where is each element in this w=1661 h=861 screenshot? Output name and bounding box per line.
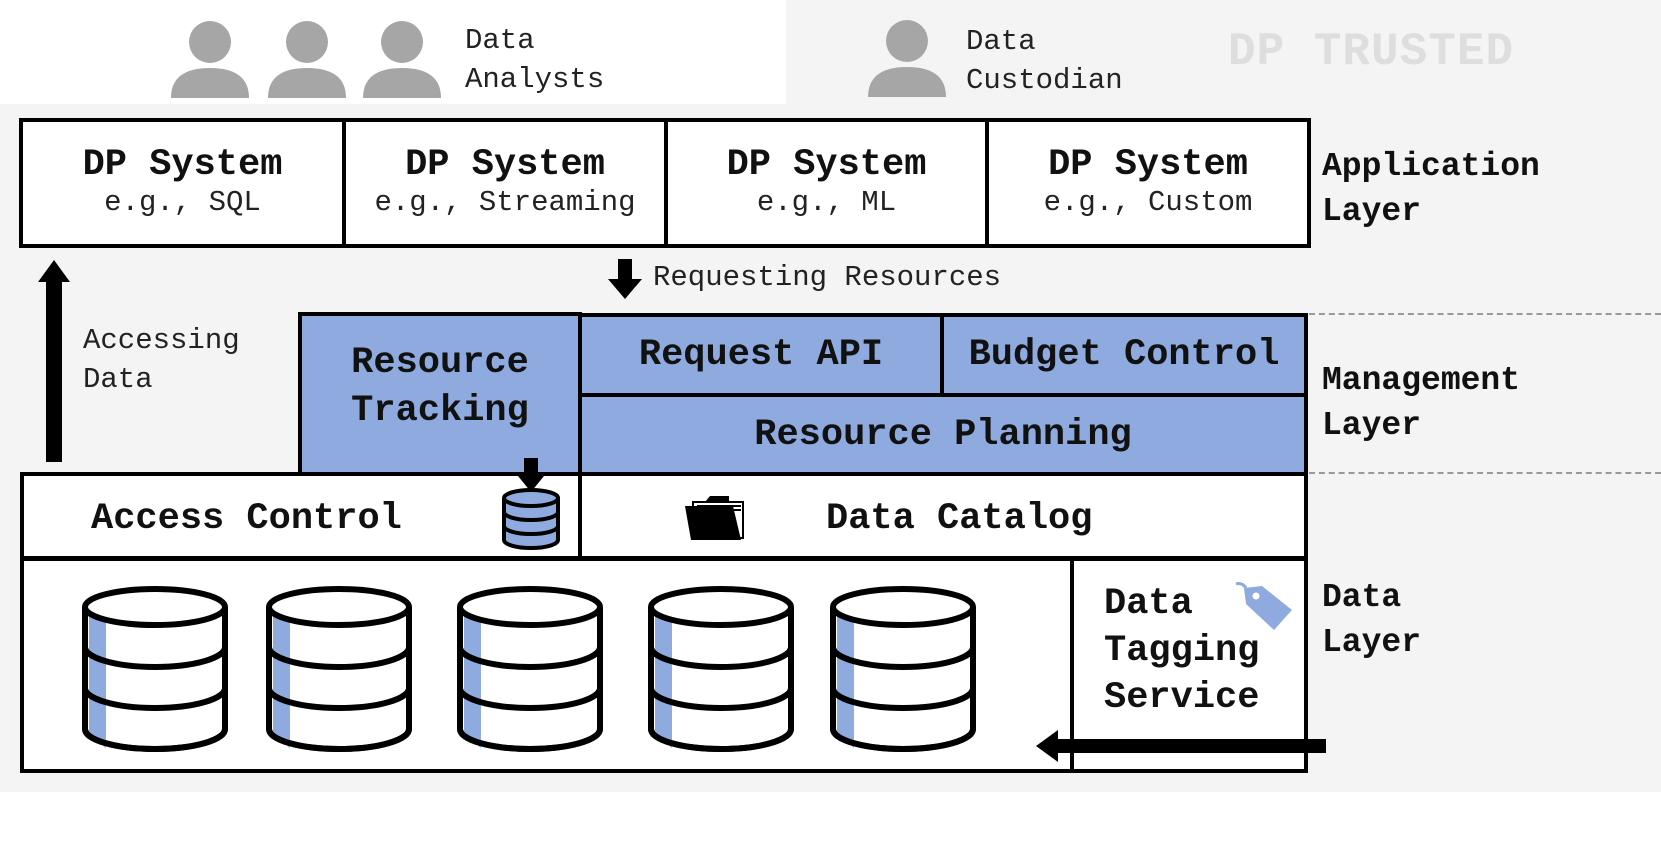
access-control-box	[20, 472, 582, 560]
data-layer-label: Data Layer	[1322, 579, 1422, 661]
dp-system-title: DP System	[726, 143, 927, 186]
up-arrow-icon	[38, 260, 70, 462]
down-arrow-icon	[608, 259, 642, 299]
resource-tracking-box: Resource Tracking	[298, 312, 582, 476]
analyst-person-icon-1	[171, 21, 249, 98]
dp-system-title: DP System	[82, 143, 283, 186]
layer-separator	[1309, 313, 1661, 315]
management-layer-label: Management Layer	[1322, 362, 1521, 444]
custodian-person-icon	[868, 20, 946, 97]
database-icon-2	[266, 586, 412, 752]
database-icon-3	[457, 586, 603, 752]
resource-planning-label: Resource Planning	[754, 413, 1132, 456]
dp-system-streaming: DP System e.g., Streaming	[346, 122, 664, 244]
dp-system-title: DP System	[1048, 143, 1248, 186]
divider	[985, 122, 989, 244]
application-layer-label: Application Layer	[1322, 148, 1540, 230]
dp-system-example: e.g., Custom	[1043, 186, 1253, 220]
tagging-service-label: Data Tagging Service	[1104, 583, 1260, 719]
budget-control-box: Budget Control	[940, 313, 1308, 397]
divider	[664, 122, 668, 244]
resource-planning-box: Resource Planning	[578, 393, 1308, 476]
dp-system-example: e.g., Streaming	[374, 186, 636, 220]
dp-system-example: e.g., ML	[756, 186, 897, 220]
database-icon-1	[82, 586, 228, 752]
custodian-label: Data Custodian	[966, 25, 1123, 97]
requesting-resources-label: Requesting Resources	[653, 261, 1002, 294]
tag-icon	[1235, 582, 1292, 630]
budget-control-label: Budget Control	[968, 334, 1280, 376]
dp-system-custom: DP System e.g., Custom	[989, 122, 1307, 244]
request-api-box: Request API	[578, 313, 944, 397]
left-arrow-icon	[1036, 730, 1326, 762]
tracking-database-icon	[502, 458, 560, 550]
folder-icon	[685, 496, 744, 540]
access-control-label: Access Control	[91, 498, 402, 540]
dp-system-example: e.g., SQL	[104, 186, 261, 220]
divider	[342, 122, 346, 244]
data-catalog-label: Data Catalog	[826, 498, 1093, 540]
dp-system-ml: DP System e.g., ML	[668, 122, 985, 244]
request-api-label: Request API	[638, 334, 884, 376]
analysts-label: Data Analysts	[465, 24, 605, 96]
accessing-data-label: Accessing Data	[83, 324, 240, 396]
database-icon-4	[648, 586, 794, 752]
trusted-label: DP TRUSTED	[1228, 26, 1515, 78]
dp-system-sql: DP System e.g., SQL	[23, 122, 342, 244]
dp-system-title: DP System	[405, 143, 605, 186]
analyst-person-icon-3	[363, 21, 441, 98]
layer-separator	[1309, 472, 1661, 474]
resource-tracking-label: Resource Tracking	[351, 342, 529, 432]
database-icon-5	[830, 586, 976, 752]
analyst-person-icon-2	[268, 21, 346, 98]
